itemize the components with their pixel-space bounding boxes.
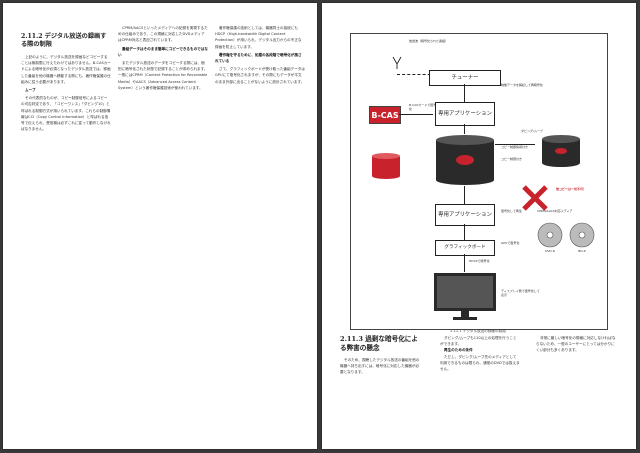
left-page: 2.11.2 デジタル放送の録画する際の制限 上記のように、デジタル放送を録画な… (3, 3, 317, 449)
app1-note: 映像データを解読して再暗号化 (501, 83, 543, 87)
bcas-card: B-CAS (369, 106, 401, 124)
bold-phrase: ムーブ (25, 88, 36, 93)
app-box-2: 専用アプリケーション (435, 204, 495, 226)
bd-label: BD-R (578, 249, 586, 253)
right-column-1: 2.11.3 過剰な暗号化による弊害の懸念 そのため、視聴したデジタル放送の番組… (340, 335, 420, 376)
arrow (495, 144, 535, 145)
copy-disk-icon (542, 135, 580, 167)
paragraph: またデジタル放送のデータをコピーする際には、個別に暗号化された状態で記録すること… (118, 61, 208, 90)
app-box-1: 専用アプリケーション (435, 102, 495, 126)
arrow (464, 124, 465, 134)
diagram-figure: 放送波（暗号化された番組） チューナー B-CAS B-CASカードで復号化 専… (350, 33, 608, 330)
section-heading-2: 2.11.3 過剰な暗号化による弊害の懸念 (340, 335, 418, 352)
paragraph: 非常に厳しい暗号化の規格に対応しなければならないため、一般のユーザーにとっては分… (536, 336, 616, 353)
hard-disk-icon (436, 135, 494, 185)
section-heading: 2.11.2 デジタル放送の録画する際の制限 (21, 33, 107, 48)
dvd-disc-icon (537, 222, 563, 248)
bd-disc-icon (569, 222, 595, 248)
paragraph: さて、グラフィックボードが受け取った番組データはGPUにて復号化されますが、その… (215, 67, 305, 84)
paragraph: ムーブ (21, 87, 111, 93)
app2-note: 復号化して再生 (501, 209, 522, 213)
other-disk-icon (372, 153, 400, 179)
right-page: 放送波（暗号化された番組） チューナー B-CAS B-CASカードで復号化 専… (322, 3, 636, 449)
paragraph: 上記のように、デジタル放送を録画などコピーすることは無制限に行えたわけではありま… (21, 55, 111, 84)
paragraph: そのため、視聴したデジタル放送の番組を他の機器へ持ち出すには、暗号化に対応した機… (340, 358, 420, 375)
cprm-label: CPRM/AACS対応メディア (537, 209, 573, 213)
arrow (399, 114, 433, 115)
paragraph: 再生のための条件 (440, 347, 520, 353)
paragraph: ダビング/ムーブも110以上の処理を行うことができます。 (440, 336, 517, 347)
graphics-board-box: グラフィックボード (435, 240, 495, 256)
arrow (464, 224, 465, 240)
left-column-3: 著作権保護の技術としては、機器同士の接続にもHDCP（High-bandwidt… (215, 25, 305, 87)
hdd-note-2: コピー制限付き (501, 157, 523, 161)
paragraph: 著作権保護の技術としては、機器同士の接続にもHDCP（High-bandwidt… (215, 26, 302, 49)
broadcast-label: 放送波（暗号化された番組） (409, 39, 449, 43)
right-column-3: 非常に厳しい暗号化の規格に対応しなければならないため、一般のユーザーにとっては分… (536, 335, 616, 354)
paragraph: ただし、ダビング/ムーブ先のメディアとして利用できるものは限られ、通常のDVDで… (440, 354, 520, 372)
right-column-2: ダビング/ムーブも110以上の処理を行うことができます。 再生のための条件 ただ… (440, 335, 520, 372)
dvd-label: DVD-R (545, 249, 555, 253)
paragraph: 番組データはそのまま簡単にコピーできるものではない (118, 46, 208, 58)
dubbing-label: ダビング/ムーブ (521, 129, 543, 133)
monitor-icon (434, 273, 496, 320)
hdcp-note: HDCPで暗号化 (469, 259, 490, 263)
display-note: ディスプレイ側で復号化して表示 (501, 289, 540, 297)
bcas-note: B-CASカードで復号化 (409, 103, 437, 111)
tuner-box: チューナー (429, 70, 501, 86)
arrow (464, 84, 465, 102)
left-column-1: 2.11.2 デジタル放送の録画する際の制限 上記のように、デジタル放送を録画な… (21, 33, 111, 134)
bold-phrase: 著作権を守るために、処理の各段階で暗号化が施されている (215, 52, 302, 64)
paragraph: その代表的なものが、コピー制御信号によるコピーの可否判定であり、「コピーワンス」… (21, 96, 111, 132)
bold-phrase: 再生のための条件 (444, 348, 473, 353)
arrow (464, 254, 465, 272)
bold-phrase: 番組データはそのまま簡単にコピーできるものではない (118, 46, 208, 57)
hdd-note-1: コピー制御情報付き (501, 145, 529, 149)
gpu-note: GPUで復号化 (501, 241, 520, 245)
paragraph: 著作権を守るために、処理の各段階で暗号化が施されている (215, 52, 305, 64)
figure-caption: 2.11.1 デジタル放送の録画の制限 (450, 329, 506, 333)
left-column-2: CPRM/AACSといったメディアへの記録を実現するための仕組みであり、この規格… (118, 25, 208, 93)
forbidden-x-icon (522, 185, 548, 211)
arrow (464, 186, 465, 204)
copy-forbidden-label: 他コピーは一切不可！ (556, 187, 587, 191)
paragraph: CPRM/AACSといったメディアへの記録を実現するための仕組みであり、この規格… (118, 26, 208, 43)
antenna-icon (392, 56, 402, 69)
